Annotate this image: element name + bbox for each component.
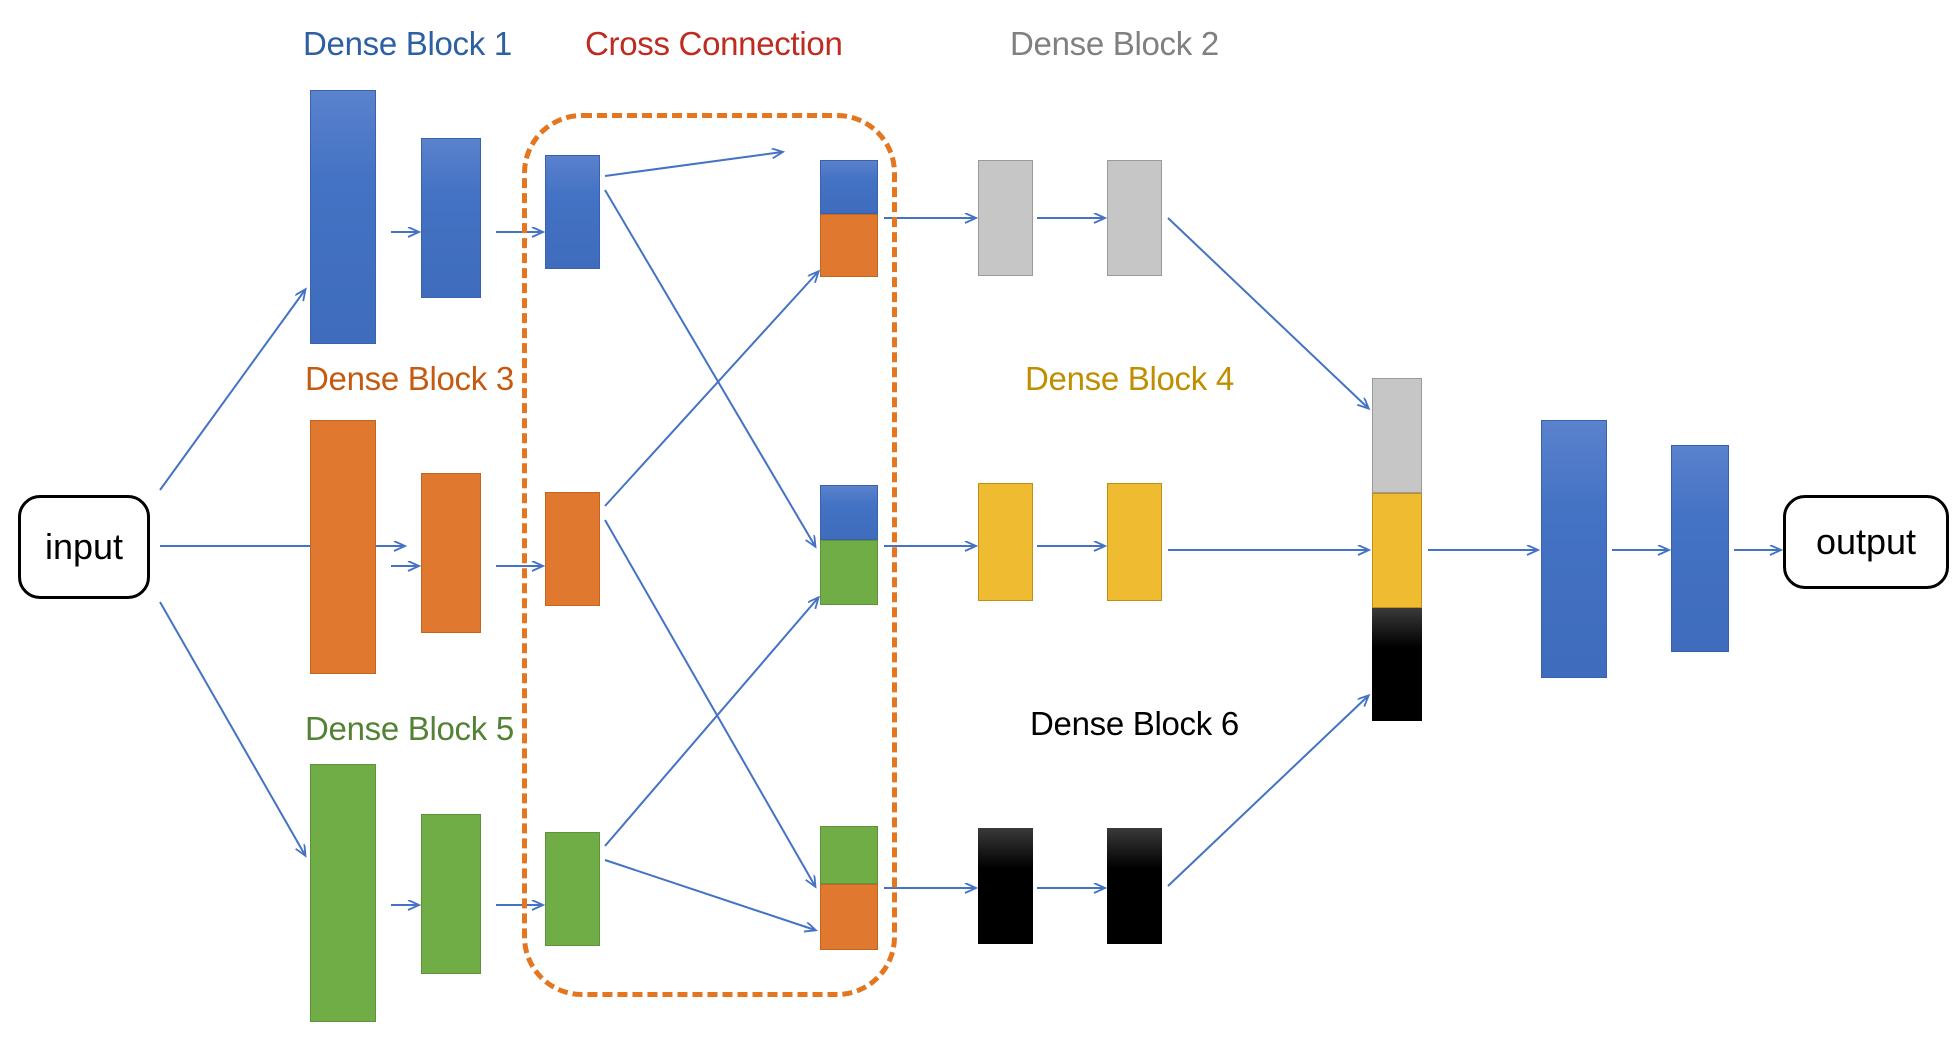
label-dense-block-1: Dense Block 1 bbox=[303, 25, 512, 62]
label-cross-connection: Cross Connection bbox=[585, 25, 843, 62]
block-db6-conv1 bbox=[978, 828, 1033, 944]
block-db1-conv3-segment-0 bbox=[545, 155, 600, 269]
block-db2-conv2 bbox=[1107, 160, 1162, 276]
block-db5-conv3-segment-0 bbox=[545, 832, 600, 946]
block-db6-conv2-segment-0 bbox=[1107, 828, 1162, 944]
block-db4-conv2-segment-0 bbox=[1107, 483, 1162, 601]
block-concat-middle bbox=[820, 485, 878, 605]
block-fusion-concat-segment-2 bbox=[1372, 607, 1422, 721]
block-db3-conv1 bbox=[310, 420, 376, 674]
block-db1-conv2-segment-0 bbox=[421, 138, 481, 298]
block-db6-conv2 bbox=[1107, 828, 1162, 944]
cross-connection-region bbox=[522, 113, 897, 997]
block-fc-1 bbox=[1541, 420, 1607, 678]
block-db2-conv1-segment-0 bbox=[978, 160, 1033, 276]
block-db1-conv1 bbox=[310, 90, 376, 344]
connection-input-to-db1 bbox=[159, 290, 305, 491]
block-db4-conv1 bbox=[978, 483, 1033, 601]
label-dense-block-3: Dense Block 3 bbox=[305, 360, 514, 397]
block-db5-conv2-segment-0 bbox=[421, 814, 481, 974]
label-dense-block-5: Dense Block 5 bbox=[305, 710, 514, 747]
block-db5-conv2 bbox=[421, 814, 481, 974]
block-db3-conv2-segment-0 bbox=[421, 473, 481, 633]
block-fc-2 bbox=[1671, 445, 1729, 652]
block-db3-conv1-segment-0 bbox=[310, 420, 376, 674]
block-fusion-concat bbox=[1372, 378, 1422, 721]
block-db1-conv3 bbox=[545, 155, 600, 269]
block-concat-bottom-segment-0 bbox=[820, 826, 878, 885]
block-concat-middle-segment-0 bbox=[820, 485, 878, 541]
block-db5-conv3 bbox=[545, 832, 600, 946]
block-db5-conv1-segment-0 bbox=[310, 764, 376, 1022]
block-db4-conv1-segment-0 bbox=[978, 483, 1033, 601]
block-db3-conv3 bbox=[545, 492, 600, 606]
block-db2-conv1 bbox=[978, 160, 1033, 276]
block-concat-top-segment-0 bbox=[820, 160, 878, 214]
output-node[interactable]: output bbox=[1783, 495, 1949, 589]
connection-input-to-db5 bbox=[159, 601, 305, 855]
block-db3-conv2 bbox=[421, 473, 481, 633]
block-db5-conv1 bbox=[310, 764, 376, 1022]
block-db1-conv2 bbox=[421, 138, 481, 298]
input-node[interactable]: input bbox=[18, 495, 150, 599]
block-db6-conv1-segment-0 bbox=[978, 828, 1033, 944]
block-db4-conv2 bbox=[1107, 483, 1162, 601]
label-dense-block-4: Dense Block 4 bbox=[1025, 360, 1234, 397]
block-db1-conv1-segment-0 bbox=[310, 90, 376, 344]
block-fc-1-segment-0 bbox=[1541, 420, 1607, 678]
block-db2-conv2-segment-0 bbox=[1107, 160, 1162, 276]
block-concat-top bbox=[820, 160, 878, 277]
block-concat-bottom bbox=[820, 826, 878, 950]
output-label: output bbox=[1815, 521, 1917, 562]
block-fusion-concat-segment-0 bbox=[1372, 378, 1422, 493]
block-db3-conv3-segment-0 bbox=[545, 492, 600, 606]
block-concat-bottom-segment-1 bbox=[820, 884, 878, 950]
input-label: input bbox=[44, 526, 124, 567]
label-dense-block-2: Dense Block 2 bbox=[1010, 25, 1219, 62]
label-dense-block-6: Dense Block 6 bbox=[1030, 705, 1239, 742]
block-fc-2-segment-0 bbox=[1671, 445, 1729, 652]
block-concat-top-segment-1 bbox=[820, 213, 878, 277]
block-concat-middle-segment-1 bbox=[820, 540, 878, 605]
block-fusion-concat-segment-1 bbox=[1372, 492, 1422, 608]
